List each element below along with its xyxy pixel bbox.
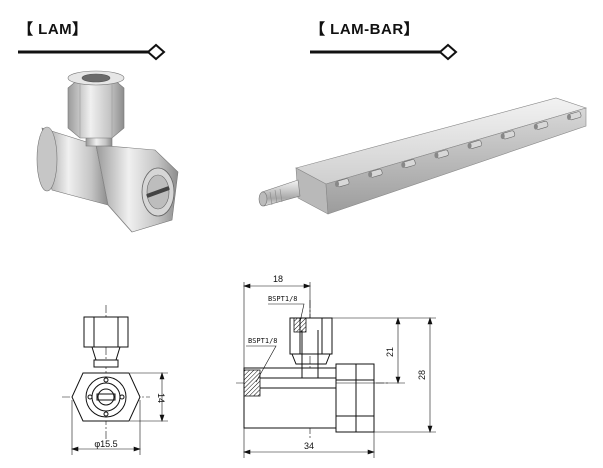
nozzle-stud: [434, 149, 449, 159]
nozzle-stud: [500, 130, 516, 140]
lam-dim-diameter: [71, 400, 141, 455]
lam-dim-heights: [332, 317, 436, 433]
dim-label-34: 34: [304, 441, 314, 451]
nozzle-stud: [567, 111, 582, 121]
lam-dim-18: [243, 282, 311, 368]
dim-label-28: 28: [417, 370, 427, 380]
lambar-title: 【 LAM-BAR】: [310, 21, 420, 38]
dim-label-diameter: φ15.5: [94, 439, 117, 449]
lambar-title-underline: [310, 43, 458, 61]
lam-front-view: [62, 305, 150, 440]
nozzle-stud: [533, 120, 549, 130]
top-thread-hatch: [293, 317, 307, 333]
lam-side-view: [236, 300, 388, 440]
nozzle-stud: [368, 168, 383, 178]
dim-label-14: 14: [156, 393, 166, 403]
lam-title-underline: [18, 43, 166, 61]
lam-product-render: [36, 70, 179, 233]
lam-dim-34: [243, 428, 375, 458]
nozzle-stud: [335, 178, 350, 188]
lambar-product-render: [258, 97, 588, 215]
thread-label-top: BSPT1/8: [268, 295, 298, 303]
nozzle-stud: [401, 159, 416, 168]
dim-label-21: 21: [385, 347, 395, 357]
lam-dim-14: [130, 372, 168, 422]
side-thread-hatch: [243, 369, 261, 397]
lam-title: 【 LAM】: [18, 21, 88, 38]
dim-label-18: 18: [273, 274, 283, 284]
nozzle-stud: [467, 140, 482, 149]
lambar-nozzles: [335, 111, 582, 188]
thread-label-side: BSPT1/8: [248, 337, 278, 345]
thread-leaders: [246, 303, 305, 383]
